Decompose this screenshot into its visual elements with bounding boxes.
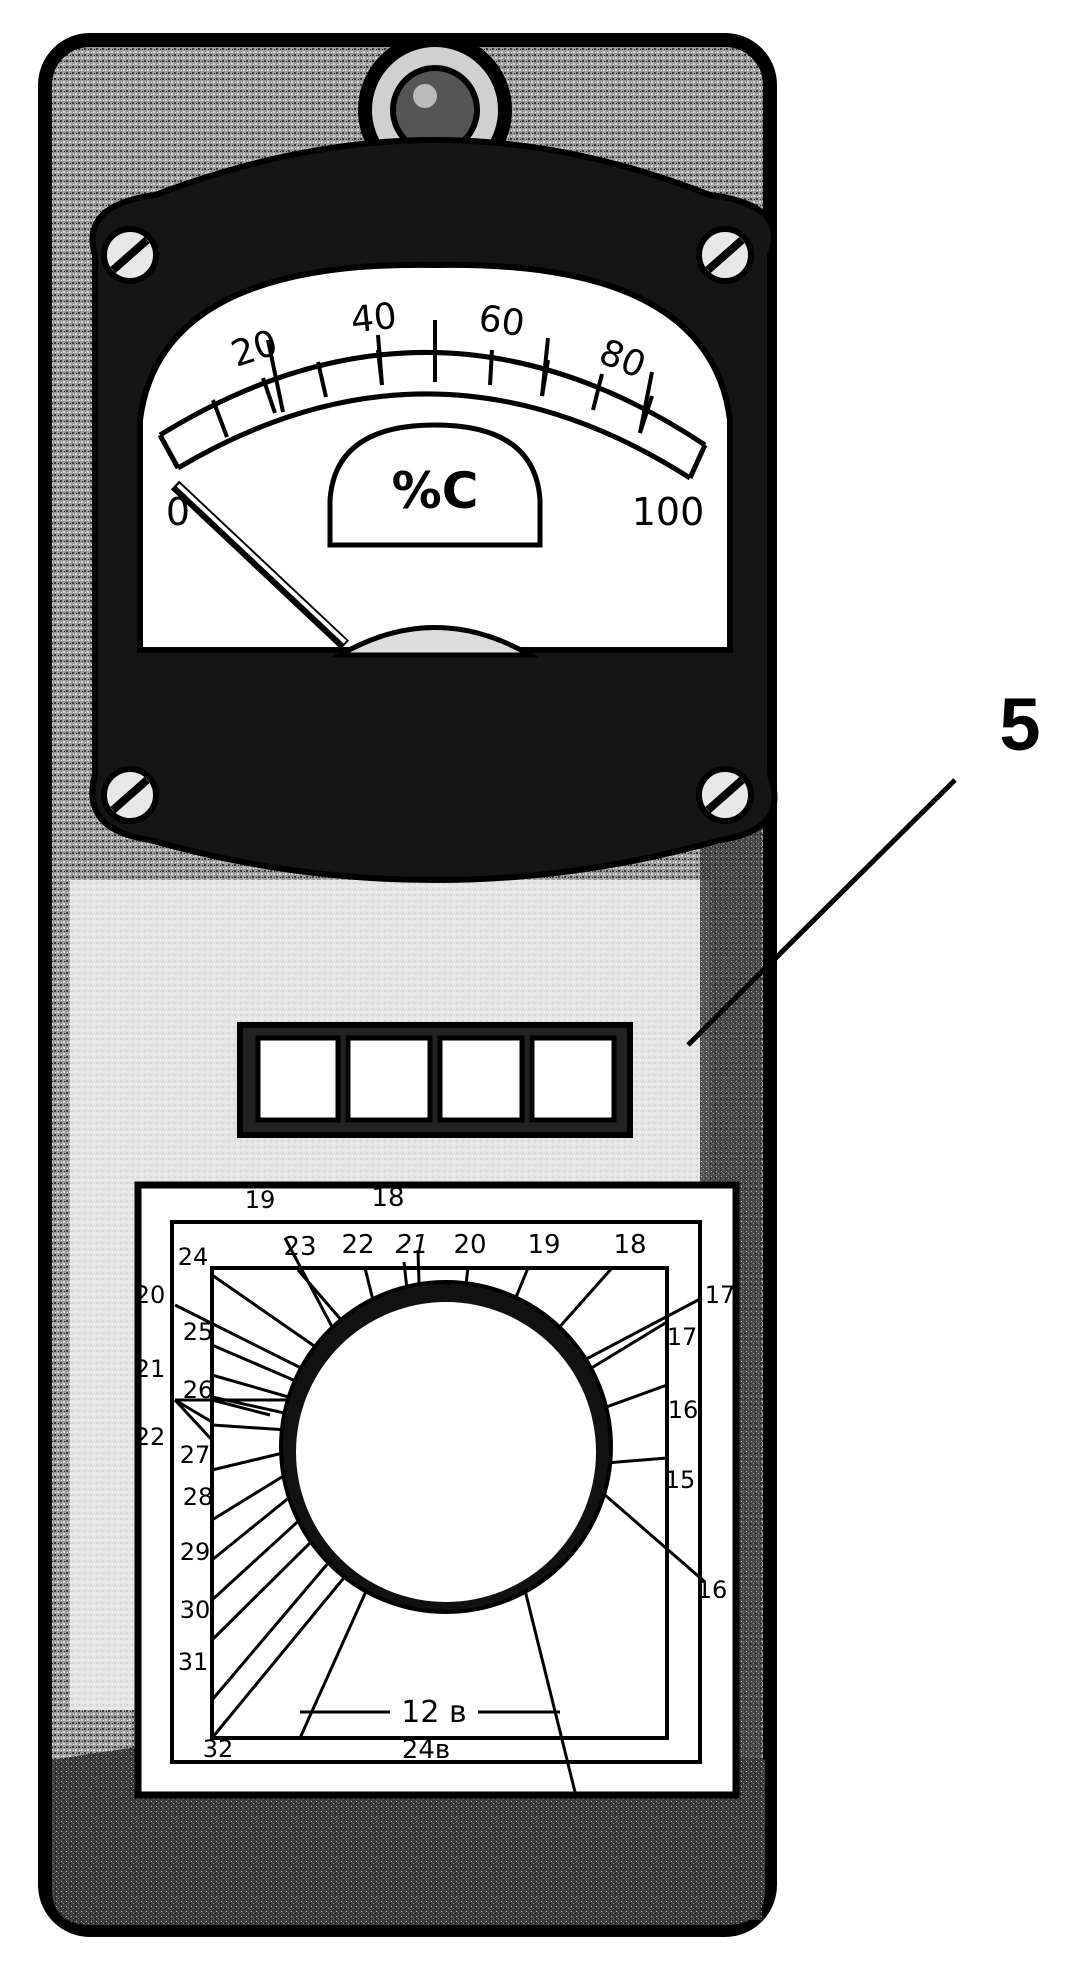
meter-pivot-cover [330,625,540,658]
meter-scale-label: 100 [632,490,705,534]
dial-label: 22 [135,1423,166,1451]
callout-number: 5 [999,683,1040,766]
dial-range-label-24: 24в [402,1735,450,1765]
dial-label: 15 [665,1466,696,1494]
dial-label: 26 [183,1376,214,1404]
bezel-screw-bottom-right [696,766,754,824]
dial-label: 21 [135,1355,166,1383]
dial-label: 22 [341,1230,374,1260]
top-knob-highlight [413,84,437,108]
dial-label: 16 [668,1396,699,1424]
dial-label: 21 [395,1230,428,1260]
dial-label: 17 [667,1323,698,1351]
push-button-3[interactable] [437,1035,525,1123]
meter-scale-label: 60 [476,298,527,345]
meter-needle [170,480,350,650]
dial-label: 19 [245,1186,276,1214]
meter-scale-start-cap [157,433,181,470]
meter-needle-highlight [176,483,347,644]
dial-knob[interactable] [296,1302,596,1602]
meter-unit-label: %C [392,462,479,520]
dial-range-label-12: 12 в [401,1695,466,1730]
meter-scale-label: 40 [349,296,399,342]
dial-panel-inner-frame [170,1220,702,1764]
bezel-screw-bottom-left [101,766,159,824]
dial-label: 25 [183,1318,214,1346]
dial-label: 16 [697,1576,728,1604]
dial-label: 20 [453,1230,486,1260]
dial-label: 17 [705,1281,736,1309]
dial-label: 18 [371,1183,404,1213]
meter-ticks [211,320,654,438]
dial-scale-frame [210,1266,669,1740]
dial-label: 29 [180,1538,211,1566]
dial-label: 19 [527,1230,560,1260]
dial-label: 24 [178,1243,209,1271]
bezel-screw-top-left [101,226,159,284]
meter-scale-end-cap [687,443,708,480]
dial-label: 32 [203,1735,234,1763]
dial-label: 28 [183,1483,214,1511]
meter-scale-inner-arc [176,391,692,481]
dial-label: 27 [180,1441,211,1469]
dial-label: 20 [135,1281,166,1309]
dial-label: 23 [283,1232,316,1262]
callout-leader-line [686,778,957,1047]
bezel-screw-top-right [696,226,754,284]
dial-label: 18 [613,1230,646,1260]
dial-label: 31 [178,1648,209,1676]
push-button-4[interactable] [529,1035,617,1123]
push-button-2[interactable] [345,1035,433,1123]
push-button-1[interactable] [255,1035,341,1123]
dial-label: 30 [180,1596,211,1624]
meter-unit-window [327,422,543,548]
